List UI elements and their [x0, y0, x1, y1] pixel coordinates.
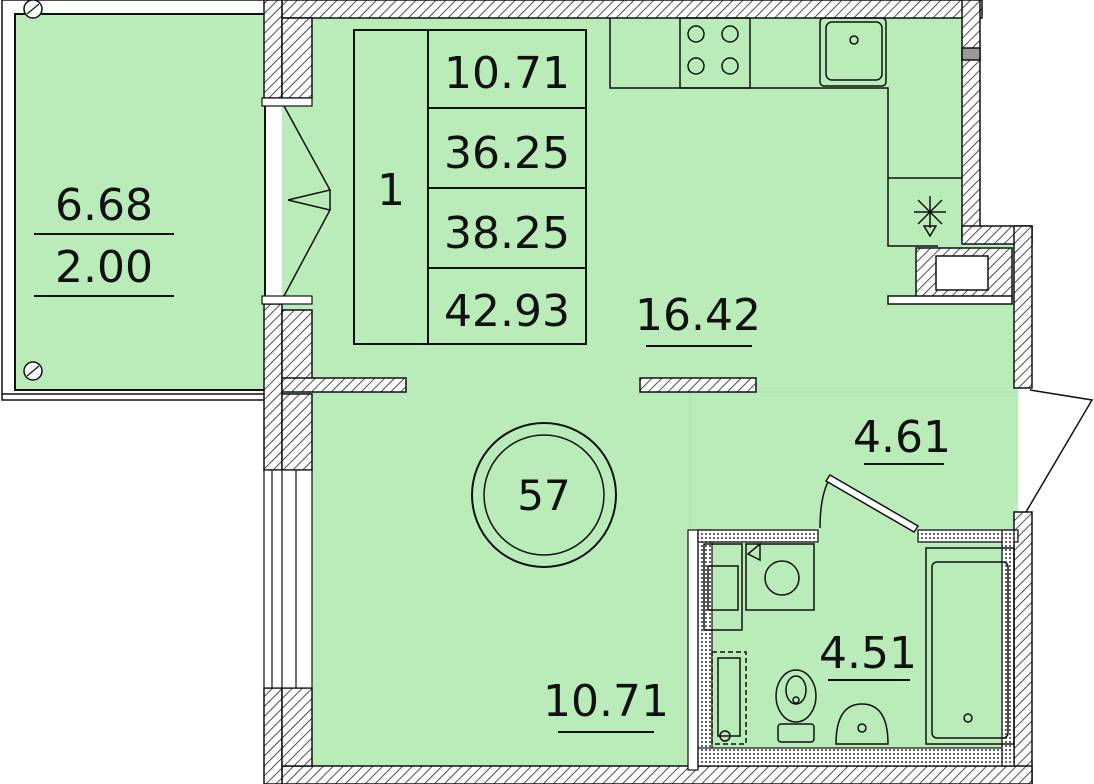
living-area: 10.71	[543, 676, 669, 727]
apartment-number-badge: 57	[471, 422, 617, 568]
doors	[283, 105, 1094, 534]
bathroom-area: 4.51	[819, 628, 917, 679]
balcony	[1, 0, 266, 401]
walls	[263, 0, 1033, 784]
hallway-area: 4.61	[853, 412, 951, 463]
windows	[261, 97, 313, 689]
summary-area-b: 38.25	[444, 208, 570, 259]
bathroom-fixtures	[703, 542, 1015, 745]
summary-area-c: 42.93	[444, 286, 570, 337]
balcony-area: 6.68	[55, 180, 153, 231]
summary-area-a: 36.25	[444, 128, 570, 179]
area-summary-table	[353, 29, 587, 345]
kitchen-furniture	[609, 17, 962, 247]
summary-living-area: 10.71	[444, 48, 570, 99]
kitchen-area: 16.42	[635, 290, 761, 341]
rooms-count: 1	[377, 165, 405, 216]
apartment-number: 57	[517, 471, 570, 520]
balcony-reduced-area: 2.00	[55, 242, 153, 293]
